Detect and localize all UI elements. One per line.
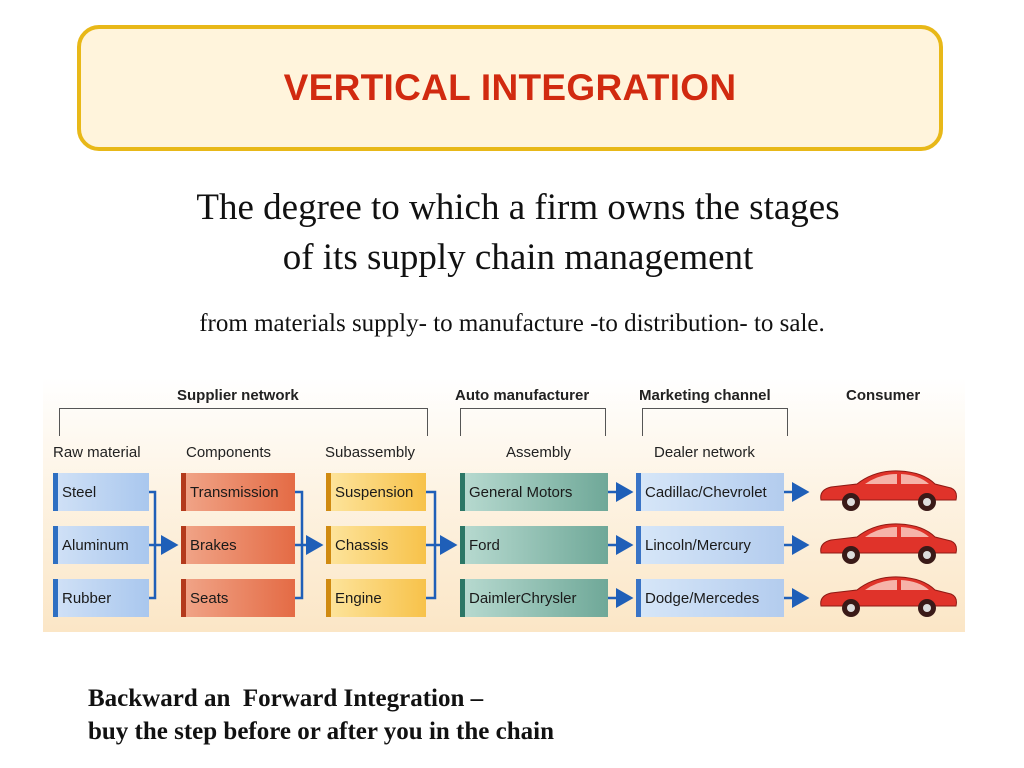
box-chassis: Chassis	[326, 526, 426, 564]
note-line-1: Backward an Forward Integration –	[88, 685, 484, 712]
note-line-2: buy the step before or after you in the …	[88, 718, 554, 745]
box-brakes: Brakes	[181, 526, 295, 564]
header-auto-manufacturer: Auto manufacturer	[455, 387, 590, 404]
header-consumer: Consumer	[846, 387, 921, 404]
car-icon	[820, 576, 957, 617]
slide-subtitle: The degree to which a firm owns the stag…	[100, 183, 936, 283]
box-lincoln-mercury: Lincoln/Mercury	[636, 526, 784, 564]
car-icon	[820, 470, 957, 511]
header-supplier-network: Supplier network	[177, 387, 299, 404]
box-dodge-mercedes: Dodge/Mercedes	[636, 579, 784, 617]
subtitle-line-1: The degree to which a firm owns the stag…	[196, 187, 840, 228]
box-suspension: Suspension	[326, 473, 426, 511]
box-transmission: Transmission	[181, 473, 295, 511]
integration-note: Backward an Forward Integration – buy th…	[88, 682, 554, 748]
bracket-supplier-network	[59, 408, 428, 436]
title-box: VERTICAL INTEGRATION	[77, 25, 943, 151]
box-seats: Seats	[181, 579, 295, 617]
column-raw-material: Raw material	[53, 444, 141, 461]
flow-arrows	[149, 482, 810, 608]
bracket-auto-manufacturer	[460, 408, 606, 436]
box-steel: Steel	[53, 473, 149, 511]
box-engine: Engine	[326, 579, 426, 617]
subtitle-line-2: of its supply chain management	[282, 237, 754, 278]
bracket-marketing-channel	[642, 408, 788, 436]
header-marketing-channel: Marketing channel	[639, 387, 771, 404]
column-dealer-network: Dealer network	[654, 444, 755, 461]
box-ford: Ford	[460, 526, 608, 564]
box-general-motors: General Motors	[460, 473, 608, 511]
slide-tagline: from materials supply- to manufacture -t…	[199, 310, 825, 337]
slide-title: VERTICAL INTEGRATION	[283, 67, 737, 108]
column-assembly: Assembly	[506, 444, 572, 461]
column-subassembly: Subassembly	[325, 444, 416, 461]
supply-chain-diagram: Supplier network Auto manufacturer Marke…	[43, 378, 965, 632]
car-icon	[820, 523, 957, 564]
box-cadillac-chevrolet: Cadillac/Chevrolet	[636, 473, 784, 511]
column-components: Components	[186, 444, 272, 461]
box-daimlerchrysler: DaimlerChrysler	[460, 579, 608, 617]
box-rubber: Rubber	[53, 579, 149, 617]
box-aluminum: Aluminum	[53, 526, 149, 564]
